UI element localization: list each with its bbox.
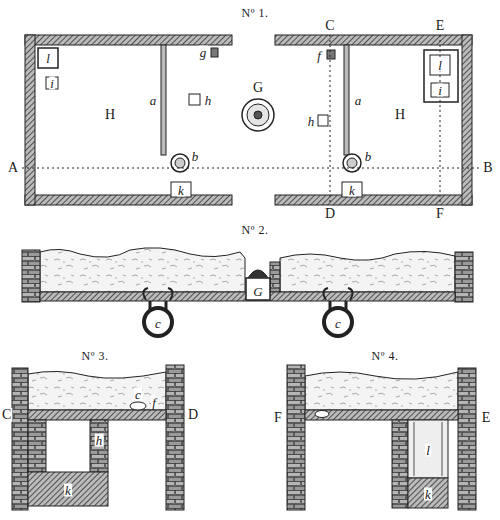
callout-letter: c bbox=[134, 388, 142, 401]
callout-letter: g bbox=[199, 46, 208, 59]
callout-letter: D bbox=[324, 207, 336, 221]
callout-letter: f bbox=[316, 49, 322, 62]
callout-letter: H bbox=[394, 108, 406, 122]
callout-letter: h bbox=[204, 94, 213, 107]
figure-number: Nº 2. bbox=[241, 224, 270, 236]
figure-number: Nº 3. bbox=[81, 350, 110, 362]
callout-letter: k bbox=[348, 184, 356, 197]
long-section bbox=[22, 248, 473, 336]
callout-letter: B bbox=[482, 161, 493, 175]
callout-letter: k bbox=[64, 484, 72, 497]
callout-letter: E bbox=[435, 19, 446, 33]
callout-letter: l bbox=[425, 444, 431, 457]
callout-letter: E bbox=[481, 411, 492, 425]
callout-letter: F bbox=[435, 207, 445, 221]
callout-letter: D bbox=[187, 408, 199, 422]
callout-letter: h bbox=[95, 434, 104, 447]
figure-number: Nº 4. bbox=[371, 350, 400, 362]
callout-letter: k bbox=[424, 488, 432, 501]
callout-letter: a bbox=[354, 94, 363, 107]
callout-letter: C bbox=[324, 19, 335, 33]
callout-letter: C bbox=[1, 408, 12, 422]
cross-section-fe bbox=[287, 365, 476, 510]
callout-letter: H bbox=[104, 108, 116, 122]
callout-letter: l bbox=[45, 52, 51, 65]
callout-letter: i bbox=[437, 84, 443, 97]
callout-letter: A bbox=[7, 161, 19, 175]
ground-plan bbox=[22, 35, 480, 205]
callout-letter: a bbox=[149, 94, 158, 107]
figure-number: Nº 1. bbox=[241, 7, 270, 19]
callout-letter: G bbox=[252, 81, 264, 95]
cross-section-cd bbox=[12, 365, 184, 510]
callout-letter: l bbox=[437, 59, 443, 72]
callout-letter: b bbox=[191, 150, 200, 163]
callout-letter: f bbox=[151, 396, 157, 409]
callout-letter: F bbox=[273, 411, 283, 425]
callout-letter: G bbox=[252, 285, 263, 298]
callout-letter: c bbox=[154, 317, 162, 330]
callout-letter: k bbox=[177, 184, 185, 197]
callout-letter: i bbox=[49, 77, 55, 90]
callout-letter: c bbox=[334, 317, 342, 330]
callout-letter: h bbox=[307, 115, 316, 128]
callout-letter: b bbox=[364, 150, 373, 163]
